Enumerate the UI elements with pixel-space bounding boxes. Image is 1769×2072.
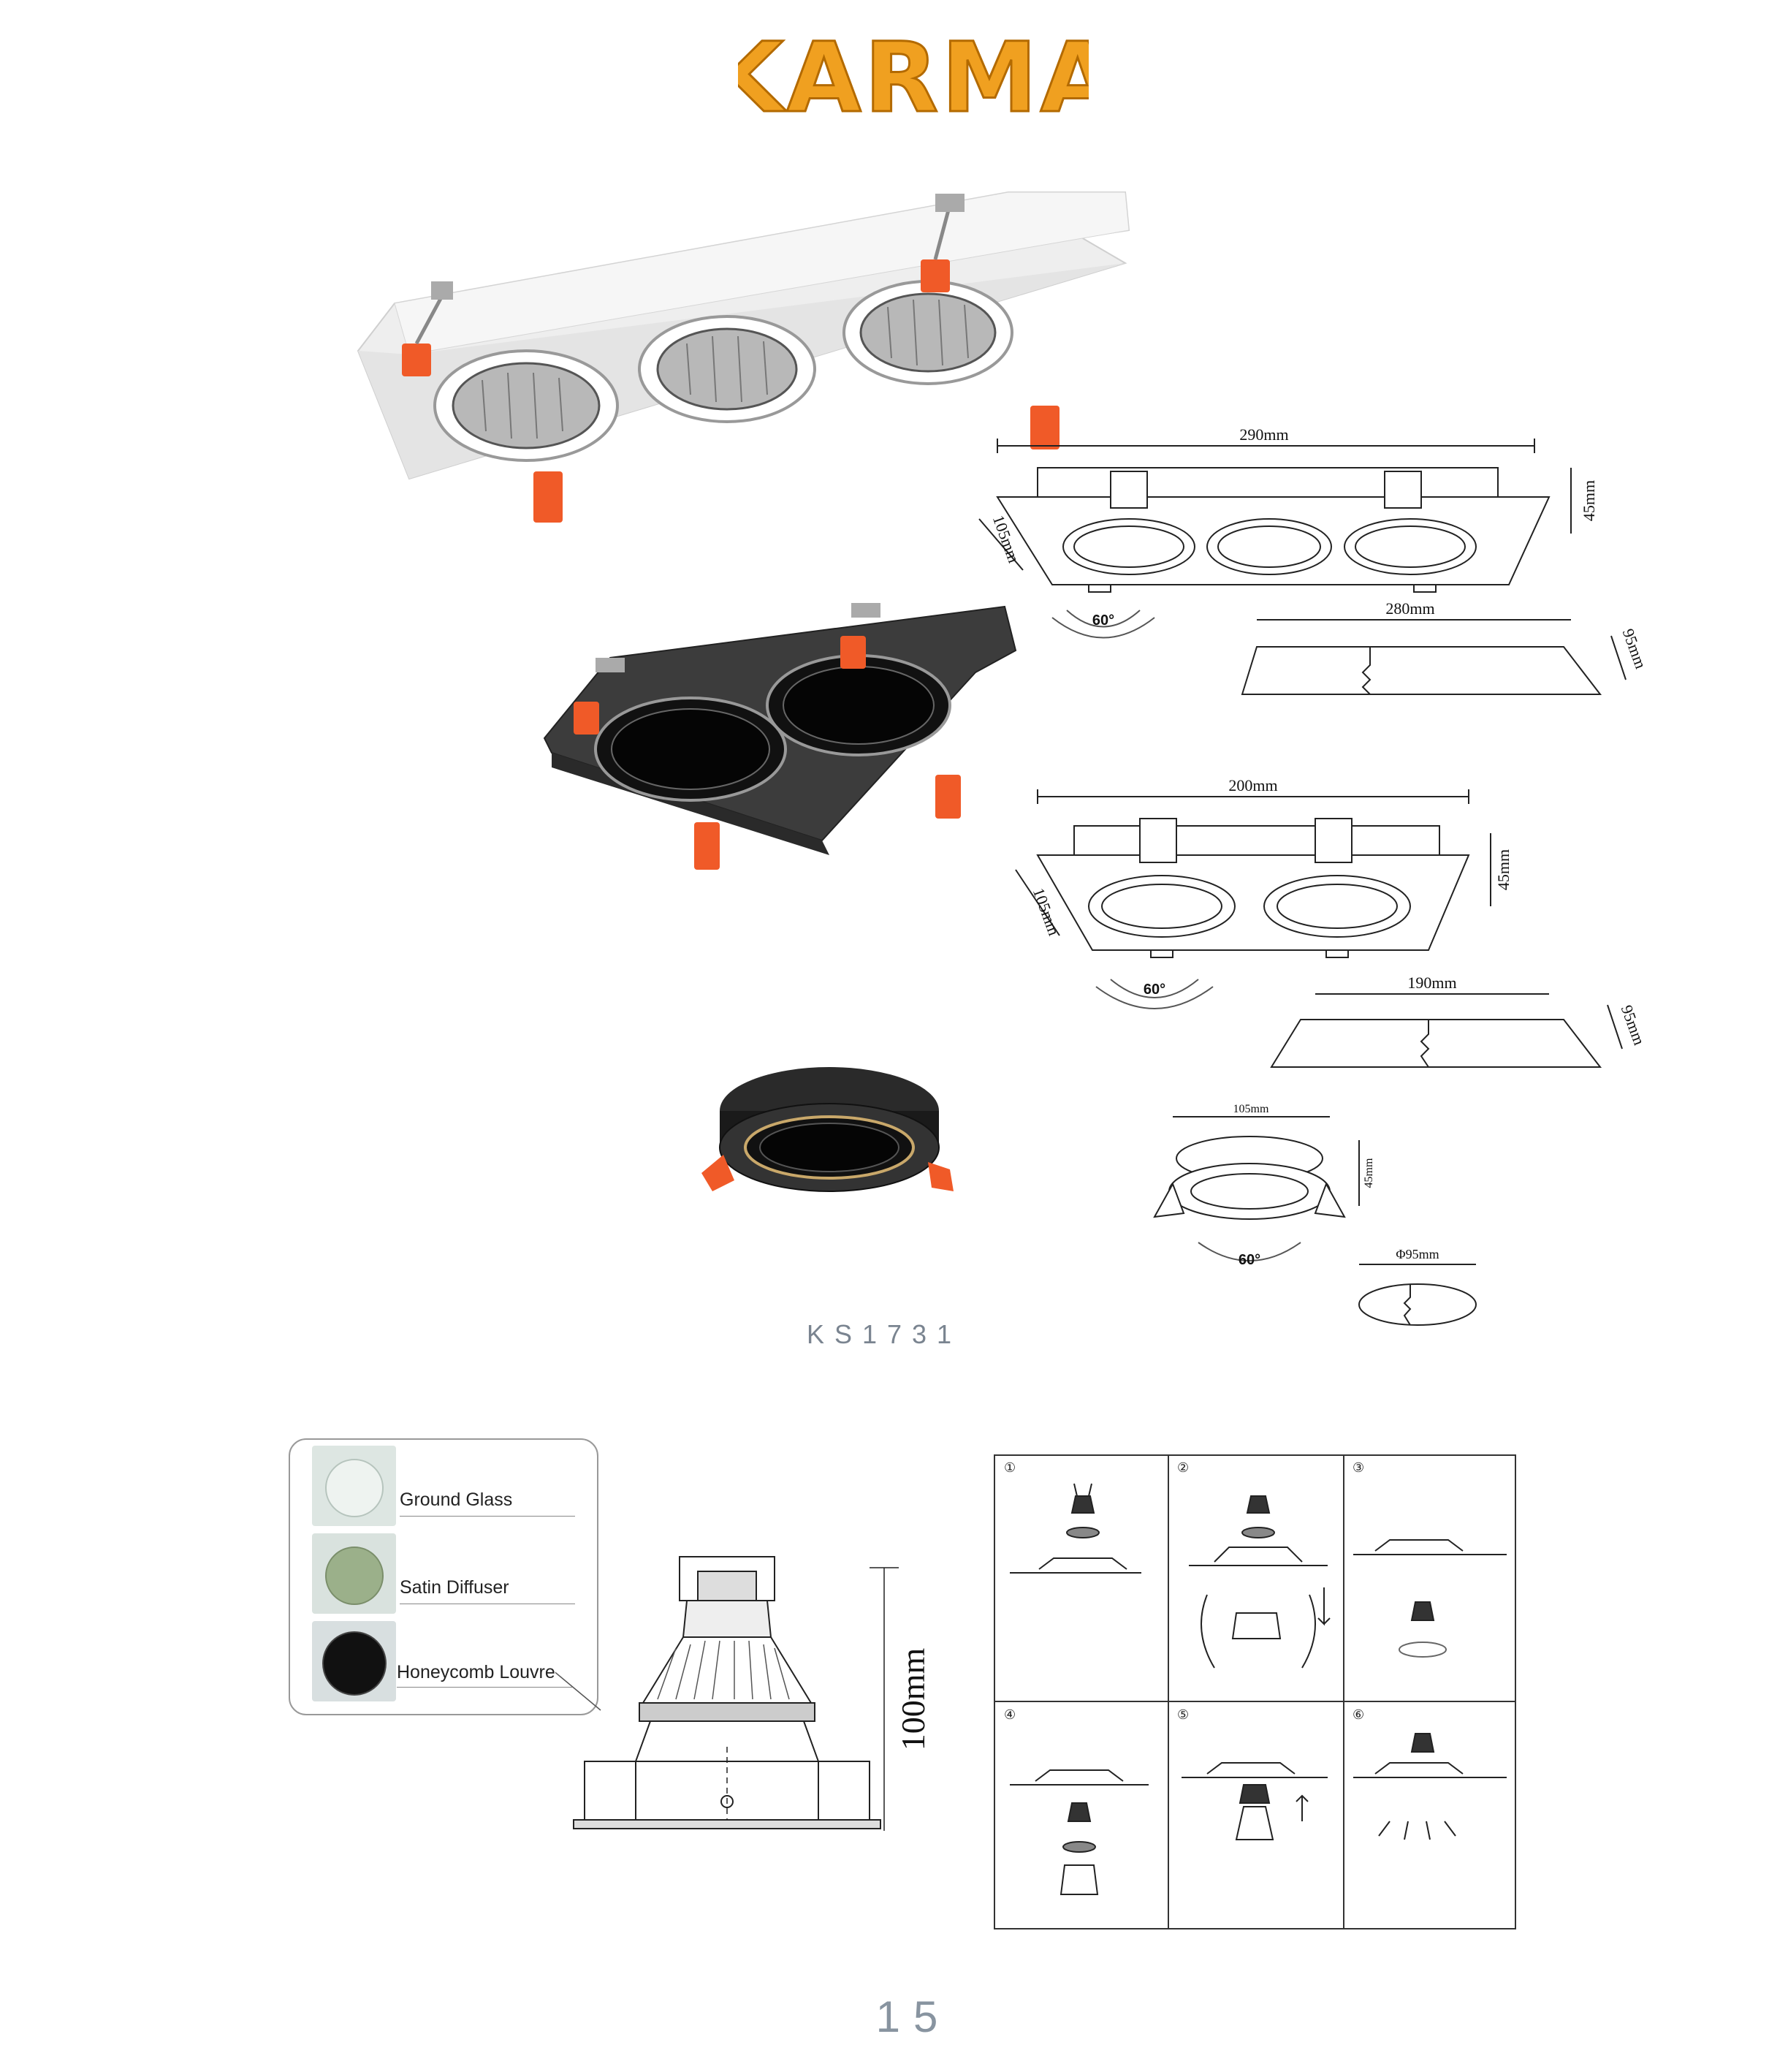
double-angle-label: 60° [1144, 982, 1165, 998]
model-code: KS1731 [806, 1319, 962, 1349]
double-cutout-width-label: 190mm [1407, 974, 1456, 992]
installation-steps-grid: ① ② ③ ④ ⑤ ⑥ [994, 1454, 1516, 1929]
single-width-label: 105mm [1233, 1103, 1269, 1115]
accessory-label: Satin Diffuser [400, 1577, 509, 1598]
accessory-label: Ground Glass [400, 1490, 513, 1510]
ground-glass-swatch [312, 1446, 396, 1526]
triple-width-label: 290mm [1239, 425, 1288, 444]
accessories-panel: Ground Glass Satin Diffuser Honeycomb Lo… [289, 1438, 598, 1715]
section-height-label: 100mm [894, 1648, 932, 1751]
triple-dimension-drawing: 290mm 45mm 105mm 60° 280mm 95mm [978, 425, 1651, 695]
double-cutout-height-label: 95mm [1618, 1003, 1649, 1047]
triple-cutout-width-label: 280mm [1385, 599, 1434, 618]
triple-cutout-height-label: 95mm [1619, 626, 1651, 671]
step-number: ① [1004, 1460, 1016, 1475]
satin-diffuser-swatch [312, 1533, 396, 1614]
single-dimension-drawing: 105mm 45mm 60° Φ95mm [1153, 1103, 1477, 1326]
single-black-fixture-photo [701, 1067, 954, 1192]
logo-text: KARMA [738, 29, 1089, 124]
page-number: 15 [875, 1992, 951, 2041]
double-height-label: 45mm [1494, 849, 1513, 890]
step-number: ⑥ [1353, 1707, 1365, 1722]
accessory-label: Honeycomb Louvre [397, 1662, 555, 1682]
double-depth-label: 105mm [1030, 886, 1063, 938]
triple-white-fixture-photo [357, 191, 1130, 523]
double-width-label: 200mm [1228, 776, 1277, 794]
brand-logo: KARMA [738, 29, 1089, 124]
spring-clip-icon [701, 1155, 954, 1191]
double-dimension-drawing: 200mm 45mm 105mm 60° 190mm 95mm [1015, 776, 1649, 1068]
step-number: ③ [1353, 1460, 1365, 1475]
step-number: ② [1177, 1460, 1190, 1475]
single-height-label: 45mm [1363, 1158, 1375, 1188]
single-cutout-label: Φ95mm [1396, 1247, 1439, 1261]
spring-clip-icon [574, 636, 961, 870]
section-drawing: 100mm [555, 1556, 932, 1831]
double-black-fixture-photo [543, 603, 1017, 870]
spring-clip-icon [402, 259, 1060, 523]
triple-height-label: 45mm [1580, 480, 1598, 521]
triple-angle-label: 60° [1092, 612, 1114, 629]
honeycomb-louvre-swatch [312, 1621, 396, 1701]
step-number: ④ [1004, 1707, 1016, 1722]
step-number: ⑤ [1177, 1707, 1190, 1722]
single-angle-label: 60° [1239, 1252, 1260, 1268]
